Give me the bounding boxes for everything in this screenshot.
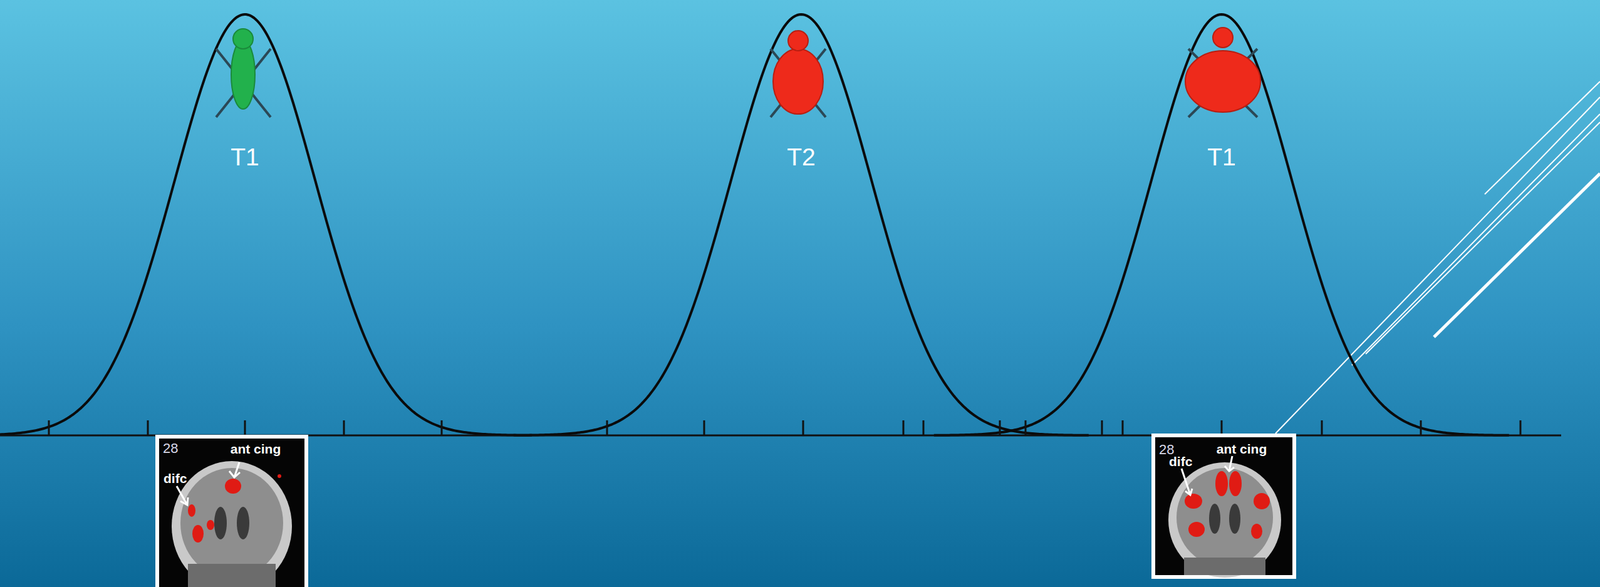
brain-scan xyxy=(1151,433,1297,579)
axis-tick xyxy=(343,420,346,436)
neck xyxy=(1184,557,1266,576)
body xyxy=(1185,50,1261,113)
axis-tick xyxy=(1321,420,1324,436)
axis-ticks xyxy=(48,420,1521,436)
activation xyxy=(277,474,282,478)
body xyxy=(773,48,824,115)
decor-line xyxy=(1275,97,1600,434)
region-label: ant cing xyxy=(1216,442,1268,456)
gaussian-curve xyxy=(0,14,532,436)
activation xyxy=(224,478,242,494)
neck xyxy=(187,563,276,587)
ventricle xyxy=(214,506,227,540)
activation xyxy=(1251,523,1263,539)
axis-tick xyxy=(147,420,150,436)
brain-scan xyxy=(155,434,309,587)
pointer-arrow xyxy=(1181,468,1193,495)
activation xyxy=(1188,521,1205,537)
ventricle xyxy=(1229,503,1241,534)
activation xyxy=(1215,471,1228,497)
limb xyxy=(770,48,826,118)
ventricle xyxy=(1209,503,1221,534)
axis-tick xyxy=(244,420,247,436)
axis-tick xyxy=(1220,420,1223,436)
brain-tissue xyxy=(180,467,284,579)
activation xyxy=(1229,471,1242,497)
ventricle xyxy=(236,506,250,540)
gaussian-curve xyxy=(513,14,1089,436)
body xyxy=(231,40,255,110)
slice-number: 28 xyxy=(162,441,178,456)
head xyxy=(233,28,254,49)
axis-tick xyxy=(1101,420,1104,436)
pointer-arrow xyxy=(229,462,240,478)
axis-tick xyxy=(1122,420,1124,436)
decor-line xyxy=(1351,114,1600,366)
activation xyxy=(192,524,204,543)
scan-frame xyxy=(1151,433,1297,579)
activation xyxy=(187,504,196,517)
axis-tick xyxy=(802,420,805,436)
region-label: difc xyxy=(1168,454,1193,468)
axis-tick xyxy=(606,420,609,436)
axis-tick xyxy=(441,420,443,436)
axis-tick xyxy=(1519,420,1522,436)
figure-fat xyxy=(770,30,826,118)
skull xyxy=(1168,462,1282,578)
region-label: difc xyxy=(163,471,187,485)
brain-tissue xyxy=(1176,467,1273,567)
axis-tick xyxy=(48,420,51,436)
axis xyxy=(0,420,1562,436)
pointer-arrow xyxy=(176,486,188,505)
head xyxy=(788,30,809,51)
limb xyxy=(770,48,826,118)
condition-label: T1 xyxy=(1207,144,1237,170)
figure-thin xyxy=(216,28,271,118)
activation xyxy=(206,519,215,530)
axis-tick xyxy=(902,420,905,436)
activation xyxy=(1253,493,1270,510)
axis-tick xyxy=(1420,420,1423,436)
decor-line xyxy=(1484,81,1600,195)
axis-tick xyxy=(1024,420,1027,436)
decor-line xyxy=(1365,122,1600,354)
gaussian-curve xyxy=(934,14,1510,436)
axis-tick xyxy=(922,420,925,436)
axis-tick xyxy=(999,420,1002,436)
condition-label: T1 xyxy=(230,144,260,170)
skull xyxy=(171,461,292,587)
head xyxy=(1212,27,1233,48)
activation xyxy=(1184,493,1203,509)
pointer-arrow xyxy=(1224,456,1235,472)
region-label: ant cing xyxy=(230,442,282,456)
figure-fatter xyxy=(1185,27,1261,118)
decorative-lines xyxy=(1275,81,1600,434)
axis-tick xyxy=(703,420,706,436)
gaussian-curves xyxy=(0,14,1510,436)
condition-label: T2 xyxy=(786,144,816,170)
